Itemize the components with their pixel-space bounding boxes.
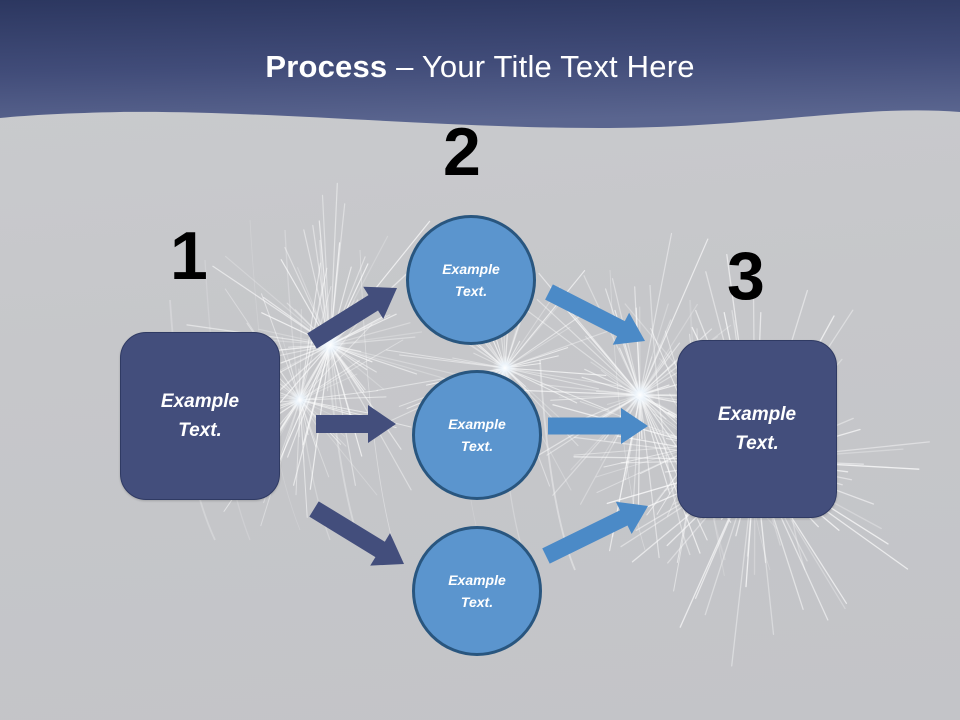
process-circle-middle[interactable]: Example Text. bbox=[412, 370, 542, 500]
process-circle-bottom-line1: Example bbox=[448, 572, 506, 588]
process-circle-top-line2: Text. bbox=[454, 283, 488, 299]
process-start-box-line2: Text. bbox=[178, 420, 222, 441]
step-number-3: 3 bbox=[727, 238, 765, 314]
slide-header-band bbox=[0, 0, 960, 128]
process-circle-top[interactable]: Example Text. bbox=[406, 215, 536, 345]
arrow-outbound-down-icon bbox=[545, 284, 646, 345]
arrow-outbound-middle-icon bbox=[548, 408, 648, 444]
arrow-outbound-up-icon bbox=[542, 501, 648, 564]
process-circle-bottom[interactable]: Example Text. bbox=[412, 526, 542, 656]
process-circle-bottom-line2: Text. bbox=[460, 594, 494, 610]
process-circle-middle-line1: Example bbox=[448, 416, 506, 432]
page-title: Process – Your Title Text Here bbox=[0, 48, 960, 86]
process-circle-middle-line2: Text. bbox=[460, 438, 494, 454]
arrow-inbound-middle-icon bbox=[316, 405, 396, 443]
arrow-inbound-down-icon bbox=[309, 501, 404, 566]
step-number-2: 2 bbox=[443, 114, 481, 190]
process-end-box-line2: Text. bbox=[735, 433, 779, 454]
process-circle-top-line1: Example bbox=[442, 261, 500, 277]
process-start-box-line1: Example bbox=[160, 391, 240, 412]
arrow-inbound-up-icon bbox=[307, 286, 397, 349]
page-title-rest: – Your Title Text Here bbox=[387, 49, 695, 84]
process-end-box[interactable]: Example Text. bbox=[677, 340, 837, 518]
step-number-1: 1 bbox=[170, 218, 208, 294]
process-end-box-line1: Example bbox=[717, 404, 797, 425]
page-title-bold: Process bbox=[265, 49, 388, 84]
process-start-box[interactable]: Example Text. bbox=[120, 332, 280, 500]
